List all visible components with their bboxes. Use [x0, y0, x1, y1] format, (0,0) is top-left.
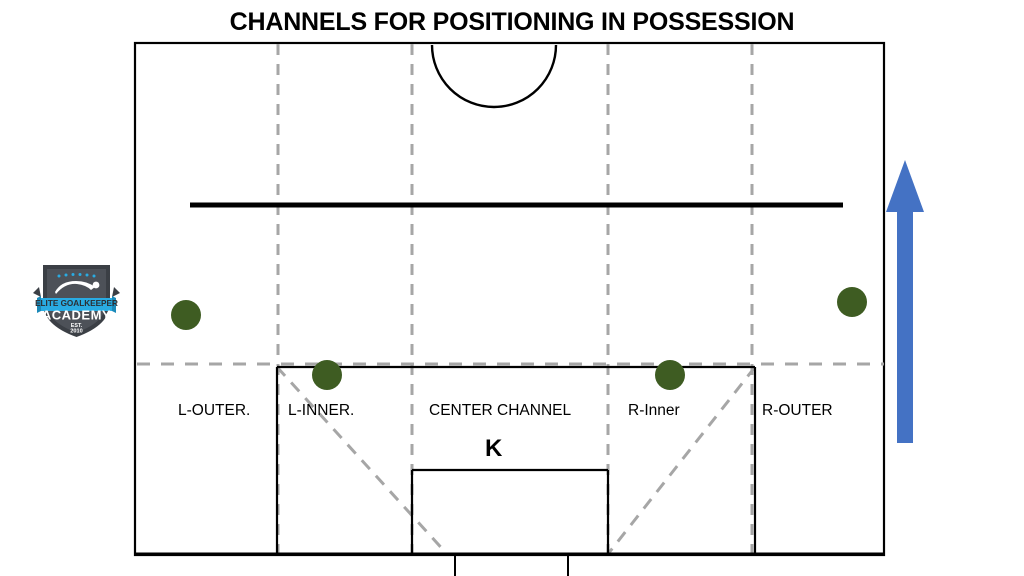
penalty-box — [275, 365, 757, 553]
cover-shadow-right — [606, 366, 757, 555]
page-title: CHANNELS FOR POSITIONING IN POSSESSION — [229, 8, 795, 36]
channel-label-r-outer: R-OUTER — [762, 402, 833, 419]
logo-line2: ACADEMY — [42, 308, 111, 323]
logo-est-label: EST. — [71, 323, 83, 329]
player-l-inner[interactable] — [312, 360, 342, 390]
goal-area-box — [410, 468, 610, 553]
channel-label-l-outer: L-OUTER. — [178, 402, 251, 419]
direction-of-play-arrow — [886, 160, 924, 443]
goalkeeper-marker: K — [485, 435, 503, 462]
logo-line1: ELITE GOALKEEPER — [35, 299, 118, 308]
player-r-inner[interactable] — [655, 360, 685, 390]
center-circle-arc — [430, 44, 558, 109]
channel-label-r-inner: R-Inner — [628, 402, 680, 419]
logo-est-year: 2010 — [70, 329, 82, 335]
elite-goalkeeper-academy-logo: ELITE GOALKEEPER ACADEMY EST. 2010 — [29, 253, 124, 345]
cover-shadow-left — [275, 365, 449, 556]
channel-label-center: CENTER CHANNEL — [429, 402, 572, 419]
badge-icon: ELITE GOALKEEPER ACADEMY EST. 2010 — [33, 265, 120, 337]
player-r-outer[interactable] — [837, 287, 867, 317]
player-l-outer[interactable] — [171, 300, 201, 330]
pitch-boundary — [133, 41, 886, 557]
channel-label-l-inner: L-INNER. — [288, 402, 355, 419]
